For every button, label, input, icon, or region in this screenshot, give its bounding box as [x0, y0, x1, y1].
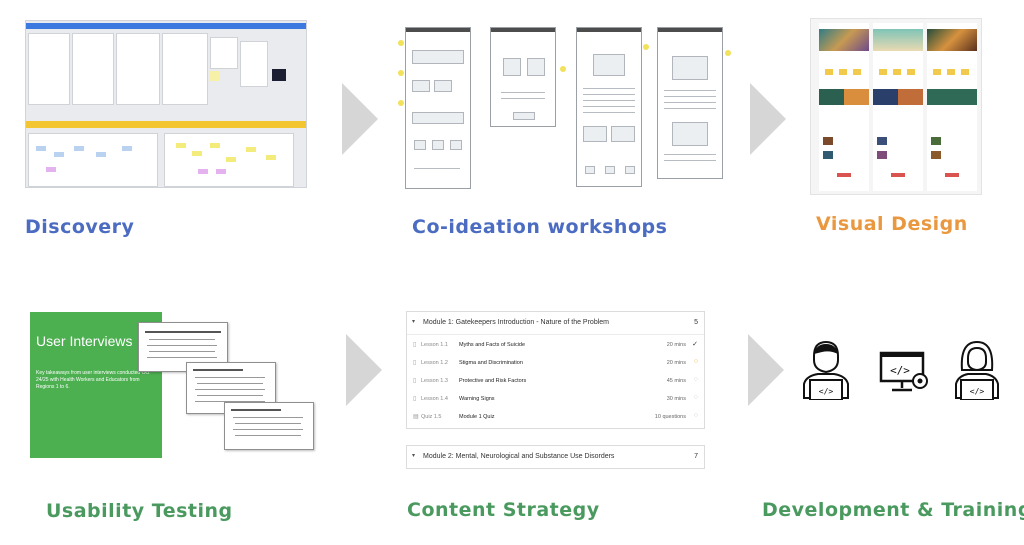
- lesson-row[interactable]: ▯ Lesson 1.1 Myths and Facts of Suicide …: [407, 336, 704, 354]
- status-icon: ○: [693, 376, 698, 383]
- discovery-sticky: [210, 71, 220, 81]
- sticky-note: [36, 146, 46, 151]
- status-icon: ○: [693, 394, 698, 401]
- wireframe-sticker: [398, 100, 404, 106]
- discovery-dark-card: [272, 69, 286, 81]
- arrow-3: [346, 334, 382, 406]
- lesson-title: Protective and Risk Factors: [459, 378, 527, 384]
- lesson-duration: 10 questions: [654, 414, 686, 420]
- wireframe-3: [576, 27, 642, 187]
- sticky-note: [74, 146, 84, 151]
- step-label-visual-design: Visual Design: [816, 213, 968, 235]
- visual-design-thumbnail: [810, 18, 982, 195]
- lesson-row[interactable]: ▯ Lesson 1.2 Stigma and Discrimination 2…: [407, 354, 704, 372]
- lesson-duration: 20 mins: [666, 342, 686, 348]
- developer-person-icon: </>: [800, 336, 852, 400]
- document-icon: ▯: [413, 342, 417, 348]
- sticky-note: [54, 152, 64, 157]
- wireframe-sticker: [560, 66, 566, 72]
- developer-woman-icon: </>: [952, 336, 1002, 400]
- lesson-title: Module 1 Quiz: [459, 414, 495, 420]
- status-icon: ✓: [692, 341, 698, 348]
- vd-column: [819, 23, 869, 191]
- wireframe-sticker: [643, 44, 649, 50]
- discovery-table-card: [28, 33, 70, 105]
- module-1-header[interactable]: ▾ Module 1: Gatekeepers Introduction - N…: [407, 312, 704, 334]
- module-2-count: 7: [694, 453, 698, 460]
- sticky-note: [176, 143, 186, 148]
- svg-text:</>: </>: [970, 387, 985, 396]
- sticky-note: [216, 169, 226, 174]
- sticky-note: [246, 147, 256, 152]
- status-icon: ○: [693, 412, 698, 419]
- module-1-count: 5: [694, 319, 698, 326]
- vd-column: [873, 23, 923, 191]
- discovery-doc-card: [162, 33, 208, 105]
- sticky-note: [210, 143, 220, 148]
- lesson-duration: 20 mins: [666, 360, 686, 366]
- step-label-usability: Usability Testing: [46, 500, 233, 522]
- vd-column: [927, 23, 977, 191]
- sticky-note: [122, 146, 132, 151]
- lesson-number: Quiz 1.5: [421, 414, 442, 420]
- sticky-note: [226, 157, 236, 162]
- discovery-doc-card: [72, 33, 114, 105]
- sticky-note: [266, 155, 276, 160]
- module-1-title: Module 1: Gatekeepers Introduction - Nat…: [423, 319, 609, 326]
- step-label-development: Development & Training: [762, 499, 1024, 521]
- discovery-photo-card: [210, 37, 238, 69]
- module-2-title: Module 2: Mental, Neurological and Subst…: [423, 453, 615, 460]
- discovery-blue-band: [26, 23, 306, 29]
- lesson-duration: 45 mins: [666, 378, 686, 384]
- lesson-title: Warning Signs: [459, 396, 495, 402]
- arrow-4: [748, 334, 784, 406]
- lesson-row[interactable]: ▯ Lesson 1.3 Protective and Risk Factors…: [407, 372, 704, 390]
- step-label-content-strategy: Content Strategy: [407, 499, 600, 521]
- lesson-row[interactable]: ▤ Quiz 1.5 Module 1 Quiz 10 questions ○: [407, 408, 704, 426]
- code-monitor-gear-icon: </>: [878, 350, 930, 394]
- lesson-number: Lesson 1.2: [421, 360, 448, 366]
- sticky-note: [198, 169, 208, 174]
- discovery-photo-card: [240, 41, 268, 87]
- lesson-title: Myths and Facts of Suicide: [459, 342, 526, 348]
- wireframe-1: [405, 27, 471, 189]
- document-icon: ▯: [413, 378, 417, 384]
- document-icon: ▯: [413, 360, 417, 366]
- step-label-coideation: Co-ideation workshops: [412, 216, 668, 238]
- arrow-2: [750, 83, 786, 155]
- wireframe-sticker: [398, 70, 404, 76]
- collapse-caret-icon[interactable]: ▾: [412, 453, 416, 459]
- lesson-title: Stigma and Discrimination: [459, 360, 523, 366]
- svg-text:</>: </>: [819, 387, 834, 396]
- status-icon: ○: [693, 358, 698, 365]
- quiz-icon: ▤: [413, 414, 419, 420]
- wireframe-4: [657, 27, 723, 179]
- lesson-number: Lesson 1.4: [421, 396, 448, 402]
- discovery-cluster-card: [28, 133, 158, 187]
- wireframe-sticker: [725, 50, 731, 56]
- sticky-note: [192, 151, 202, 156]
- user-interviews-intro: Key takeaways from user interviews condu…: [36, 370, 150, 390]
- discovery-doc-card: [116, 33, 160, 105]
- document-icon: ▯: [413, 396, 417, 402]
- module-2-panel[interactable]: ▾ Module 2: Mental, Neurological and Sub…: [406, 445, 705, 469]
- arrow-1: [342, 83, 378, 155]
- sticky-note: [96, 152, 106, 157]
- wireframe-2: [490, 27, 556, 127]
- svg-text:</>: </>: [890, 364, 910, 377]
- lesson-duration: 30 mins: [666, 396, 686, 402]
- collapse-caret-icon[interactable]: ▾: [412, 319, 416, 325]
- lesson-number: Lesson 1.3: [421, 378, 448, 384]
- discovery-yellow-band: [26, 121, 306, 128]
- wireframe-sticker: [398, 40, 404, 46]
- module-1-panel: ▾ Module 1: Gatekeepers Introduction - N…: [406, 311, 705, 429]
- interview-note: [224, 402, 314, 450]
- user-interviews-title: User Interviews: [36, 333, 133, 349]
- lesson-row[interactable]: ▯ Lesson 1.4 Warning Signs 30 mins ○: [407, 390, 704, 408]
- sticky-note: [46, 167, 56, 172]
- step-label-discovery: Discovery: [25, 216, 135, 238]
- discovery-board-thumbnail: [25, 20, 307, 188]
- lesson-number: Lesson 1.1: [421, 342, 448, 348]
